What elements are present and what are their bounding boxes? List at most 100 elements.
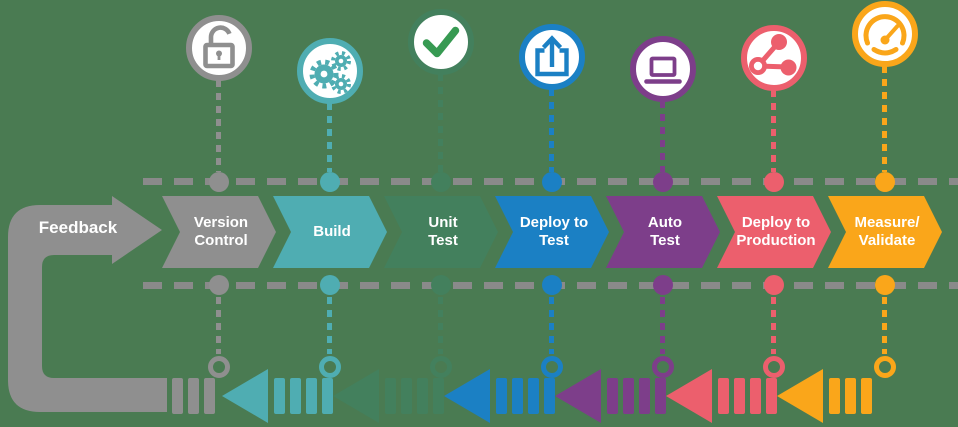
connector-top <box>549 89 554 172</box>
feedback-flow-segment <box>555 369 669 423</box>
flow-dash <box>417 378 428 414</box>
stage-dot-top <box>431 172 451 192</box>
stage-unit-test: Unit Test <box>384 0 498 427</box>
feedback-flow-segment <box>222 369 336 423</box>
stage-dot-bottom <box>431 275 451 295</box>
connector-top <box>882 66 887 172</box>
flow-dash <box>401 378 412 414</box>
flow-dash <box>306 378 317 414</box>
chevron-deploy-to-production: Deploy to Production <box>717 196 831 268</box>
flow-dash <box>655 378 666 414</box>
flow-dash <box>274 378 285 414</box>
flow-dash <box>496 378 507 414</box>
stage-dot-top <box>653 172 673 192</box>
stage-dot-bottom <box>320 275 340 295</box>
connector-top <box>771 90 776 172</box>
stage-label-line: Unit <box>428 213 458 231</box>
flow-dash <box>718 378 729 414</box>
chevron-deploy-to-test: Deploy to Test <box>495 196 609 268</box>
stage-label-line: Test <box>650 232 680 249</box>
stage-dot-bottom <box>764 275 784 295</box>
feedback-flow-segment <box>444 369 558 423</box>
feedback-flow-arrowhead <box>222 369 268 423</box>
connector-bottom <box>549 297 554 354</box>
feedback-loop-arrow <box>8 196 167 412</box>
flow-dash <box>639 378 650 414</box>
share-icon <box>740 24 808 92</box>
stage-label-line: Test <box>428 232 458 249</box>
chevron-measure-validate: Measure/ Validate <box>828 196 942 268</box>
stage-measure-validate: Measure/ Validate <box>828 0 942 427</box>
connector-top <box>327 103 332 172</box>
stage-ring <box>763 356 785 378</box>
flow-dash <box>750 378 761 414</box>
stage-version-control: Version Control <box>162 0 276 427</box>
flow-dash <box>623 378 634 414</box>
feedback-flow-segment <box>333 369 447 423</box>
connector-bottom <box>216 297 221 354</box>
flow-dash <box>188 378 199 414</box>
flow-dash <box>829 378 840 414</box>
feedback-flow-segment <box>666 369 780 423</box>
flow-dash <box>544 378 555 414</box>
flow-dash <box>607 378 618 414</box>
stage-label-line: Auto <box>647 213 683 231</box>
stage-deploy-to-test: Deploy to Test <box>495 0 609 427</box>
feedback-flow-arrowhead <box>666 369 712 423</box>
flow-dash <box>433 378 444 414</box>
stage-build: Build <box>273 0 387 427</box>
stage-label-line: Build <box>313 222 351 240</box>
upload-icon <box>518 23 586 91</box>
stage-dot-top <box>875 172 895 192</box>
feedback-flow-arrowhead <box>444 369 490 423</box>
stage-ring <box>208 356 230 378</box>
stage-ring <box>319 356 341 378</box>
flow-dash <box>204 378 215 414</box>
flow-dash <box>290 378 301 414</box>
stage-label-line: Production <box>736 232 816 249</box>
stage-ring <box>430 356 452 378</box>
connector-bottom <box>438 297 443 354</box>
flow-dash <box>385 378 396 414</box>
stage-label-line: Version <box>193 213 249 231</box>
gauge-icon <box>851 0 919 68</box>
connector-top <box>438 74 443 172</box>
stage-dot-top <box>320 172 340 192</box>
flow-dash <box>861 378 872 414</box>
stage-dot-top <box>764 172 784 192</box>
gears-icon <box>296 37 364 105</box>
connector-bottom <box>771 297 776 354</box>
stage-dot-top <box>209 172 229 192</box>
flow-dash <box>734 378 745 414</box>
flow-dash <box>845 378 856 414</box>
feedback-flow-arrowhead <box>555 369 601 423</box>
stage-dot-bottom <box>209 275 229 295</box>
feedback-flow-segment <box>172 369 218 423</box>
stage-label-line: Validate <box>858 232 916 249</box>
checkmark-icon <box>407 8 475 76</box>
stage-dot-bottom <box>542 275 562 295</box>
stage-dot-top <box>542 172 562 192</box>
stage-ring <box>541 356 563 378</box>
feedback-label: Feedback <box>38 218 118 237</box>
chevron-unit-test: Unit Test <box>384 196 498 268</box>
stage-ring <box>874 356 896 378</box>
connector-top <box>216 80 221 172</box>
feedback-flow-segment <box>777 369 891 423</box>
stage-label-line: Measure/ <box>854 213 920 231</box>
stage-dot-bottom <box>875 275 895 295</box>
stage-ring <box>652 356 674 378</box>
stage-label-line: Test <box>539 232 569 249</box>
chevron-auto-test: Auto Test <box>606 196 720 268</box>
laptop-icon <box>629 35 697 103</box>
chevron-version-control: Version Control <box>162 196 276 268</box>
stage-label-line: Deploy to <box>741 213 811 231</box>
flow-dash <box>512 378 523 414</box>
feedback-loop <box>0 190 170 427</box>
flow-dash <box>322 378 333 414</box>
flow-dash <box>528 378 539 414</box>
stage-label-line: Deploy to <box>519 213 589 231</box>
stage-label-line: Control <box>194 232 248 249</box>
connector-bottom <box>660 297 665 354</box>
stage-dot-bottom <box>653 275 673 295</box>
